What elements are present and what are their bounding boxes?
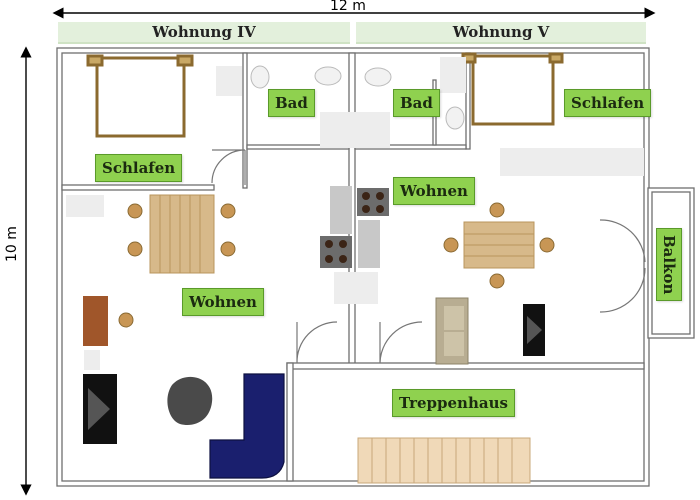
room-label-treppenhaus: Treppenhaus [392, 389, 515, 417]
bed-iv [86, 54, 194, 138]
room-label-bad-iv: Bad [268, 89, 315, 117]
tv-v [523, 304, 545, 356]
tv-iv [83, 374, 117, 444]
room-label-wohnen-iv: Wohnen [182, 288, 264, 316]
room-label-balkon: Balkon [656, 228, 682, 302]
desk-iv [66, 195, 134, 370]
bed-v [461, 52, 564, 126]
room-label-schlafen-iv: Schlafen [95, 154, 183, 182]
staircase [357, 437, 531, 484]
dining-table-iv [127, 194, 236, 274]
sofa-v [435, 297, 469, 365]
sofa-iv [209, 373, 285, 479]
bathroom-fixtures [216, 57, 466, 148]
apartment-header-iv: Wohnung IV [58, 22, 350, 44]
room-label-wohnen-v: Wohnen [393, 177, 475, 205]
apartment-header-v: Wohnung V [356, 22, 646, 44]
dining-table-v [443, 202, 555, 289]
kitchen-units [320, 148, 644, 304]
room-label-bad-v: Bad [393, 89, 440, 117]
coffee-table-iv [167, 376, 213, 426]
room-label-schlafen-v: Schlafen [564, 89, 652, 117]
door-swings [211, 149, 646, 364]
